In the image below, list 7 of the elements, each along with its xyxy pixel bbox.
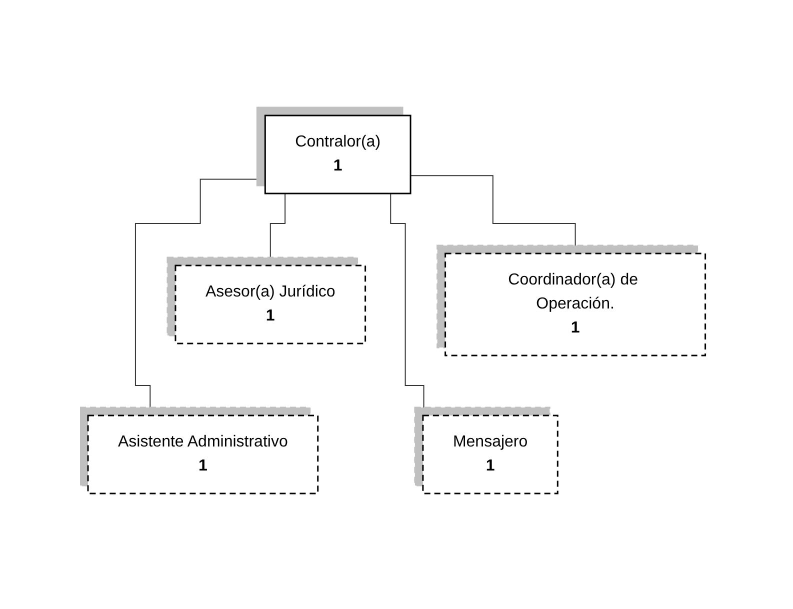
connector — [410, 175, 576, 254]
node-box: Asesor(a) Jurídico 1 — [174, 264, 366, 344]
node-box: Coordinador(a) de Operación. 1 — [444, 252, 706, 356]
node-box: Contralor(a) 1 — [264, 114, 412, 194]
connector — [134, 178, 266, 416]
node-box: Mensajero 1 — [422, 414, 558, 494]
node-box: Asistente Administrativo 1 — [87, 414, 318, 494]
